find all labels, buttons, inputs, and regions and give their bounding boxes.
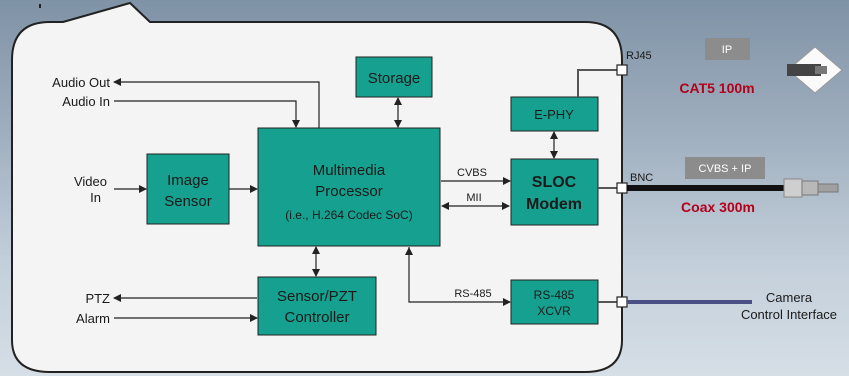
cat5-label: CAT5 100m [679, 80, 754, 96]
ip-tag [705, 38, 750, 60]
rj45-label: RJ45 [626, 50, 652, 62]
sensor-pzt-controller-block: Sensor/PZT Controller [257, 276, 377, 336]
alarm-label: Alarm [76, 311, 110, 326]
audio-in-line [114, 100, 300, 128]
coax-label: Coax 300m [681, 199, 755, 215]
control-port-icon [616, 296, 628, 308]
cvbs-ip-tag-label: CVBS + IP [699, 163, 752, 175]
rs485-bus-label: RS-485 [454, 288, 491, 300]
rj45-port-icon [616, 64, 628, 76]
ptz-label: PTZ [85, 291, 110, 306]
multimedia-processor-block: Multimedia Processor (i.e., H.264 Codec … [257, 127, 441, 247]
rs485-xcvr-block: RS-485 XCVR [510, 279, 599, 325]
image-sensor-block: Image Sensor [146, 153, 230, 225]
bnc-port-icon [616, 182, 628, 194]
sensor-pzt-label-1: Sensor/PZT [277, 288, 357, 305]
image-sensor-label-1: Image [167, 172, 209, 189]
rs485-bus-arrowhead [405, 247, 413, 255]
ephy-label: E-PHY [534, 107, 574, 122]
rs485-xcvr-label-1: RS-485 [534, 288, 575, 302]
sensor-pzt-label-2: Controller [284, 309, 349, 326]
audio-out-line [113, 78, 320, 128]
rs485-bus-line [408, 247, 511, 306]
rj45-plug-icon [787, 46, 843, 94]
camera-label-1: Camera [766, 290, 813, 305]
mii-label: MII [466, 192, 481, 204]
cvbs-ip-tag [685, 157, 765, 179]
multimedia-label-1: Multimedia [313, 162, 386, 179]
rs485-xcvr-label-2: XCVR [537, 304, 571, 318]
sloc-label-1: SLOC [532, 174, 577, 191]
storage-label: Storage [368, 70, 421, 87]
bnc-plug-icon [783, 178, 839, 198]
sloc-label-2: Modem [526, 196, 582, 213]
bnc-label: BNC [630, 172, 653, 184]
camera-label-2: Control Interface [741, 307, 837, 322]
ephy-block: E-PHY [510, 96, 599, 132]
ephy-to-rj45-line [577, 69, 622, 97]
video-label-2: In [90, 190, 101, 205]
image-sensor-label-2: Sensor [164, 193, 212, 210]
ip-tag-label: IP [722, 44, 732, 56]
multimedia-label-3: (i.e., H.264 Codec SoC) [285, 208, 412, 222]
sloc-modem-block: SLOC Modem [510, 158, 599, 226]
cvbs-label: CVBS [457, 167, 487, 179]
storage-block: Storage [355, 56, 433, 98]
audio-in-label: Audio In [62, 94, 110, 109]
multimedia-label-2: Processor [315, 183, 383, 200]
video-label-1: Video [74, 174, 107, 189]
audio-out-label: Audio Out [52, 75, 110, 90]
